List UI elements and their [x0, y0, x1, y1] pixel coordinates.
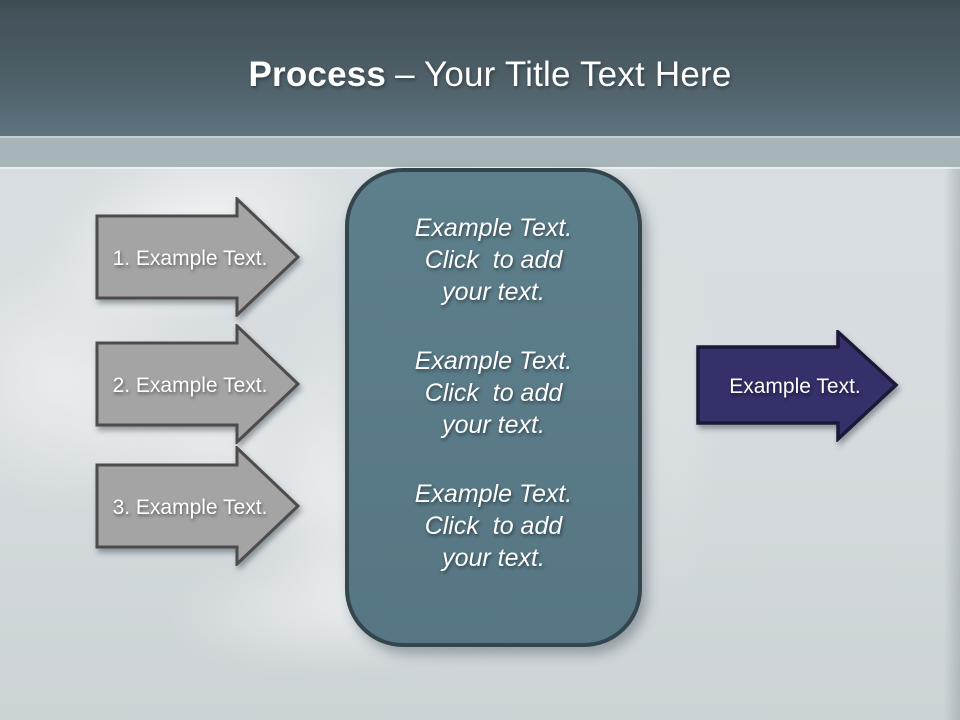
placeholder-line: Click to add — [424, 379, 563, 407]
title-emphasis: Process — [248, 55, 387, 94]
process-step-2-arrow[interactable]: 2. Example Text. — [95, 324, 301, 444]
result-label: Example Text. — [729, 375, 861, 398]
header-accent-band — [0, 136, 960, 167]
placeholder-line: Click to add — [424, 512, 563, 540]
slide-edge-shading — [944, 136, 960, 720]
placeholder-line: Example Text. — [414, 214, 573, 242]
placeholder-line: Example Text. — [414, 347, 573, 375]
placeholder-line: Click to add — [424, 246, 563, 274]
placeholder-text-block-2[interactable]: Example Text. Click to add your text. — [415, 345, 572, 441]
right-arrow-shape — [696, 330, 899, 442]
process-step-3-arrow[interactable]: 3. Example Text. — [95, 446, 301, 566]
process-step-1-arrow[interactable]: 1. Example Text. — [95, 197, 301, 317]
slide-title[interactable]: Process– Your Title Text Here — [248, 55, 731, 95]
title-bar: Process– Your Title Text Here — [0, 0, 960, 136]
title-rest: – Your Title Text Here — [395, 55, 732, 94]
placeholder-line: your text. — [442, 544, 545, 572]
placeholder-line: your text. — [442, 278, 545, 306]
placeholder-text-block-1[interactable]: Example Text. Click to add your text. — [415, 212, 572, 308]
step-label: 1. Example Text. — [112, 247, 268, 270]
placeholder-line: Example Text. — [414, 480, 573, 508]
placeholder-text-block-3[interactable]: Example Text. Click to add your text. — [415, 478, 572, 574]
step-label: 3. Example Text. — [112, 496, 268, 519]
result-arrow[interactable]: Example Text. — [696, 330, 900, 442]
content-panel[interactable]: Example Text. Click to add your text. Ex… — [345, 168, 642, 647]
placeholder-line: your text. — [442, 411, 545, 439]
step-label: 2. Example Text. — [112, 374, 268, 397]
